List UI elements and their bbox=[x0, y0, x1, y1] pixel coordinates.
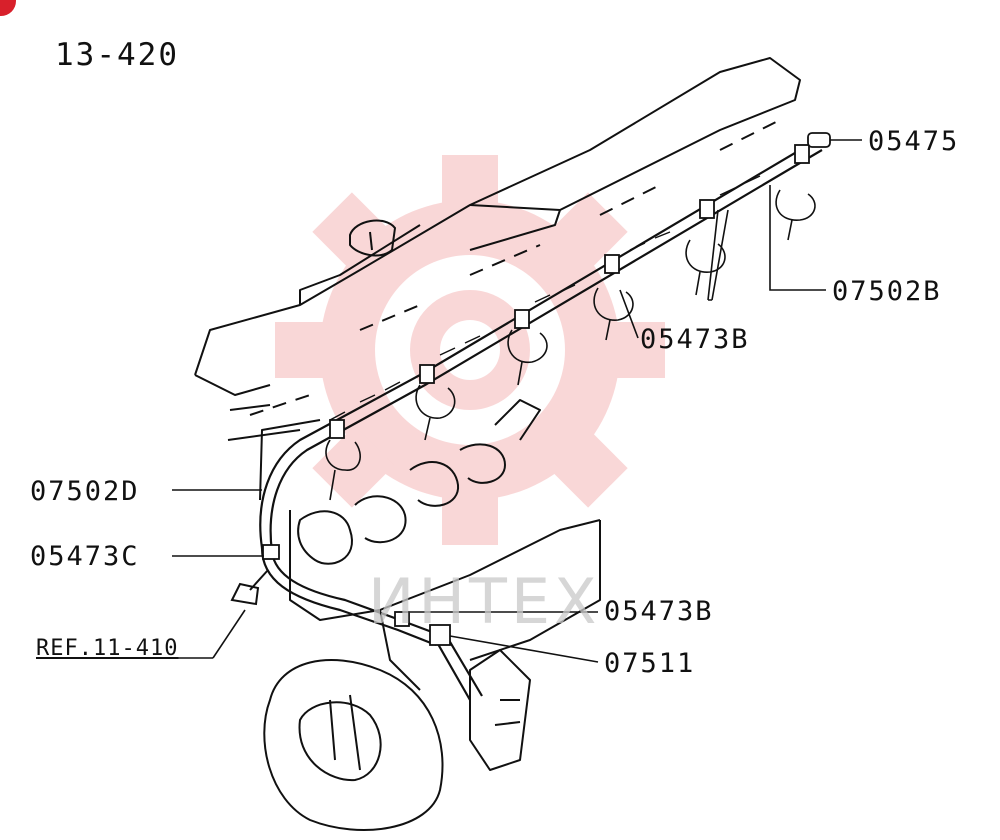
callout-07511: 07511 bbox=[604, 648, 696, 679]
watermark-gear-icon bbox=[275, 155, 665, 545]
bolt-icon bbox=[230, 569, 269, 606]
engine-outline bbox=[194, 57, 816, 831]
page-number: 13-420 bbox=[55, 37, 179, 73]
fuel-return-pipe bbox=[259, 139, 823, 701]
leader-lines bbox=[36, 139, 862, 663]
callout-07502b: 07502B bbox=[832, 276, 942, 307]
callout-05475: 05475 bbox=[868, 126, 960, 157]
callout-05473c: 05473C bbox=[30, 541, 140, 572]
clamp-icons bbox=[262, 132, 831, 646]
callout-05473b-upper: 05473B bbox=[640, 324, 750, 355]
callout-05473b-lower: 05473B bbox=[604, 596, 714, 627]
pipe-segments bbox=[329, 175, 761, 421]
callout-ref-11-410: REF.11-410 bbox=[36, 636, 179, 661]
callout-07502d: 07502D bbox=[30, 476, 140, 507]
watermark-text: ИНТЕХ bbox=[368, 565, 601, 638]
